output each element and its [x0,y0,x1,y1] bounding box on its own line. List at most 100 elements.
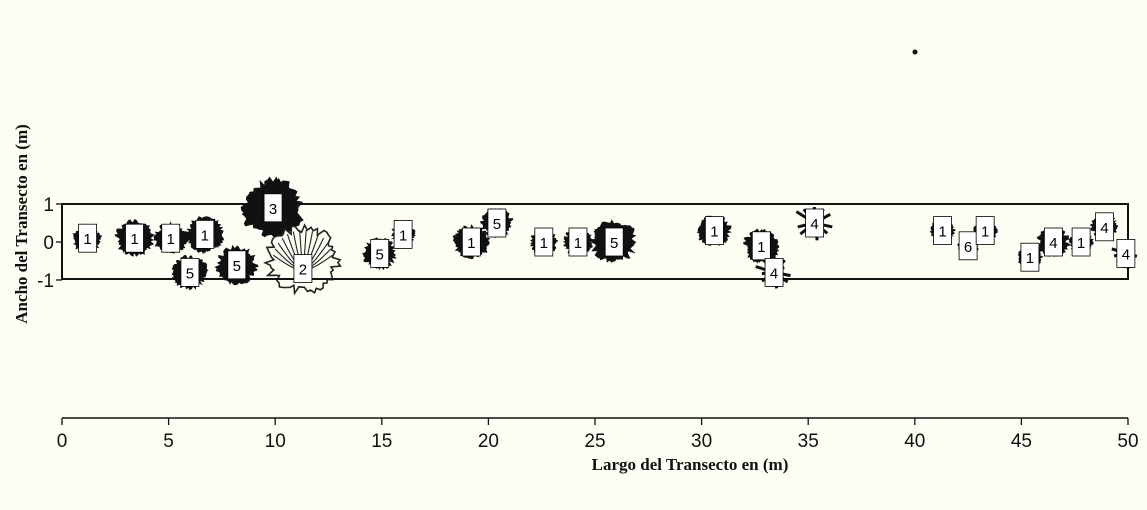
plant-label: 4 [805,208,824,238]
plant-label-text: 1 [399,227,407,244]
plant-label: 4 [1043,227,1063,257]
x-tick-label: 25 [584,431,605,452]
label-box [805,208,824,238]
y-tick-label: 0 [43,233,54,254]
plant-label: 1 [461,227,481,257]
plant-label: 1 [393,219,413,249]
plant-label-text: 5 [233,258,241,275]
x-tick-label: 30 [691,431,712,452]
plant-label: 1 [933,216,952,246]
y-axis-label: Ancho del Transecto en (m) [12,124,31,324]
x-tick-label: 35 [798,431,819,452]
label-box [293,254,313,284]
plant-label-text: 6 [964,239,972,256]
plant-label: 1 [1071,227,1091,257]
label-box [125,223,144,253]
plant-label: 5 [227,250,247,280]
plant-label: 4 [1116,238,1136,268]
label-box [933,216,952,246]
x-tick-label: 15 [371,431,392,452]
plant-label-text: 1 [467,235,475,252]
plant-label: 2 [293,254,313,284]
plant-label: 1 [161,223,181,253]
plant-label-text: 5 [493,216,501,233]
x-axis-label: Largo del Transecto en (m) [591,455,789,474]
label-box [604,227,624,257]
x-tick-label: 10 [265,431,286,452]
plant-label-text: 1 [757,239,765,256]
label-box [1116,238,1136,268]
plant-label: 1 [975,216,995,246]
plant-label: 4 [1095,212,1114,242]
x-tick-label: 20 [478,431,499,452]
plant-label-text: 1 [574,235,582,252]
plant-label-text: 4 [1122,246,1130,263]
plant-label-text: 3 [269,201,277,218]
plant-label-text: 1 [130,231,138,248]
label-box [161,223,181,253]
label-box [195,219,215,249]
plant-label: 1 [704,216,724,246]
plant-label-text: 1 [938,224,946,241]
plant-label-text: 5 [610,235,618,252]
plant-label-text: 1 [1026,250,1034,267]
plant-label: 1 [78,223,97,253]
plant-label-text: 1 [540,235,548,252]
x-tick-label: 50 [1117,431,1138,452]
plant-label-text: 4 [770,265,778,282]
plant-label-text: 1 [83,231,91,248]
x-tick-label: 40 [904,431,925,452]
label-box [958,231,978,261]
plant-label-text: 1 [1077,235,1085,252]
plant-label: 1 [1020,242,1040,272]
label-box [370,238,390,268]
plant-label-text: 4 [810,216,818,233]
plant-label-text: 4 [1049,235,1057,252]
label-box [78,223,97,253]
plant-label-text: 1 [710,224,718,241]
x-tick-label: 0 [57,431,68,452]
label-box [534,227,554,257]
plant-label: 5 [180,257,200,287]
plant-label: 6 [958,231,978,261]
label-box [751,231,771,261]
x-tick-label: 45 [1011,431,1032,452]
plant-label: 4 [764,257,784,287]
plant-label-text: 4 [1100,220,1108,237]
stray-dot [912,49,918,55]
plant-label: 1 [751,231,771,261]
plant-label: 3 [263,193,283,223]
plant-label-text: 1 [167,231,175,248]
plant-label: 5 [370,238,390,268]
label-box [975,216,995,246]
label-box [180,257,200,287]
plant-label-text: 5 [375,246,383,263]
label-box [764,257,784,287]
plant-label: 1 [568,227,588,257]
label-box [1043,227,1063,257]
plant-label: 1 [195,219,215,249]
plant-label-text: 1 [981,224,989,241]
plant-label-text: 1 [201,227,209,244]
x-tick-label: 5 [163,431,174,452]
label-box [393,219,413,249]
plant-label: 5 [604,227,624,257]
label-box [1071,227,1091,257]
label-box [461,227,481,257]
plant-label: 1 [534,227,554,257]
label-box [227,250,247,280]
y-tick-label: -1 [37,271,54,292]
y-tick-label: 1 [43,195,54,216]
label-box [1095,212,1114,242]
label-box [263,193,283,223]
label-box [487,208,507,238]
label-box [1020,242,1040,272]
plant-label: 1 [125,223,144,253]
plant-label-text: 2 [299,262,307,279]
plant-label-text: 5 [186,265,194,282]
label-box [568,227,588,257]
plant-label: 5 [487,208,507,238]
